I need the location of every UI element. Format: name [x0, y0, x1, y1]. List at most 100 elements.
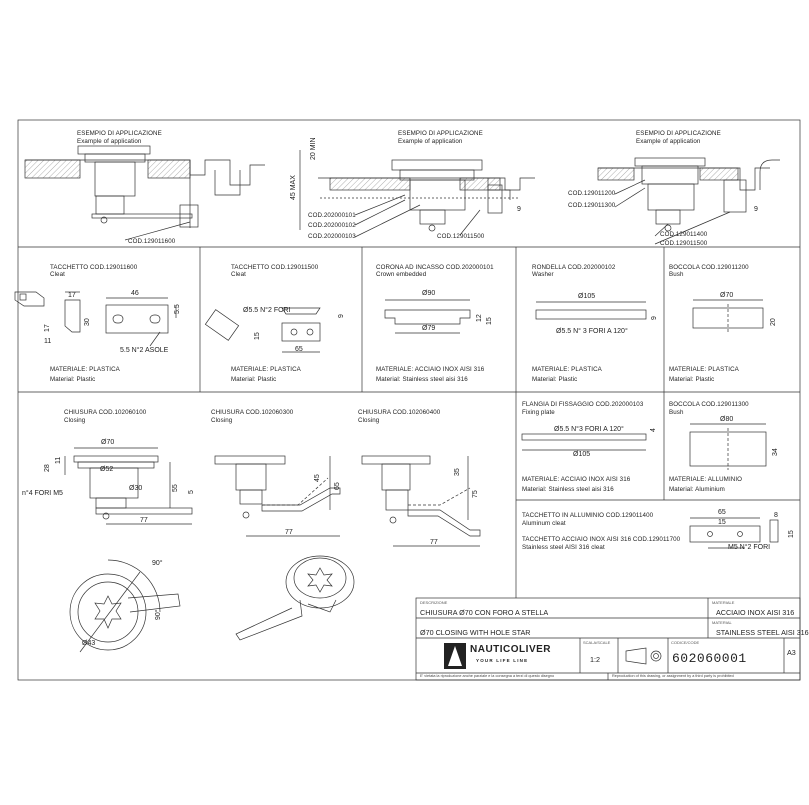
closing100-dim-5: 5 — [188, 490, 195, 494]
isometric-view-drawing — [235, 555, 355, 641]
app3-dim-9: 9 — [754, 206, 758, 213]
app3-subtitle: Example of application — [636, 138, 701, 145]
cleat-dim-15: 15 — [718, 519, 726, 526]
view-dim-90b: 90° — [155, 609, 162, 620]
app2-dim-max: 45 MAX — [290, 175, 297, 200]
bush200-title: BOCCOLA COD.129011200 — [669, 264, 749, 271]
closing300-subtitle: Closing — [211, 417, 233, 424]
closing300-title: CHIUSURA COD.102060300 — [211, 409, 294, 416]
app2-title: ESEMPIO DI APPLICAZIONE — [398, 130, 483, 137]
flange-title: FLANGIA DI FISSAGGIO COD.202000103 — [522, 401, 644, 408]
app2-code-2: COD.202000102 — [308, 222, 356, 229]
title-block — [415, 597, 801, 681]
closing100-dim-11: 11 — [55, 456, 62, 464]
app2-dim-min: 20 MIN — [310, 137, 317, 160]
closing100-dim-77: 77 — [140, 517, 148, 524]
app1-code: COD.129011600 — [128, 238, 176, 245]
washer-material-it: MATERIALE: PLASTICA — [532, 366, 602, 373]
cleat600-title: TACCHETTO COD.129011600 — [50, 264, 138, 271]
closing400-dim-35: 35 — [454, 468, 461, 476]
flange-drawing — [521, 433, 647, 451]
closing-300-drawing — [214, 455, 341, 537]
application-example-2 — [299, 150, 535, 238]
closing100-dim-30: Ø30 — [129, 485, 143, 492]
bush300-material-it: MATERIALE: ALLUMINIO — [669, 476, 743, 483]
cleat600-note: 5.5 N°2 ASOLE — [120, 347, 169, 354]
cleat-500-drawing — [204, 307, 321, 353]
app1-subtitle: Example of application — [77, 138, 142, 145]
washer-note: Ø5.5 N° 3 FORI A 120° — [556, 328, 628, 335]
bush200-dim-70: Ø70 — [720, 292, 734, 299]
tb-footer-it: E' vietata la riproduzione anche parzial… — [420, 674, 555, 678]
bush300-material-en: Material: Aluminium — [669, 486, 725, 493]
steel-cleat-subtitle: Stainless steel AISI 316 cleat — [522, 544, 605, 551]
closing-400-drawing — [361, 455, 481, 547]
crown-dim-90: Ø90 — [422, 290, 436, 297]
crown-dim-79: Ø79 — [422, 325, 436, 332]
tb-material-en: STAINLESS STEEL AISI 316 — [716, 628, 809, 637]
closing100-dim-55: 55 — [172, 484, 179, 492]
bush200-dim-20: 20 — [770, 318, 777, 326]
cleat600-dim-11: 11 — [44, 338, 52, 345]
flange-dim-4: 4 — [650, 428, 657, 432]
bush200-material-en: Material: Plastic — [669, 376, 715, 383]
crown-subtitle: Crown embedded — [376, 271, 427, 278]
tb-description-en: Ø70 CLOSING WITH HOLE STAR — [420, 628, 531, 637]
bush300-dim-34: 34 — [772, 448, 779, 456]
app2-dim-9: 9 — [517, 206, 521, 213]
tb-scale-caption: SCALA/SCALE — [583, 640, 611, 645]
cleat500-dim-65: 65 — [295, 346, 303, 353]
cleat600-dim-30: 30 — [84, 318, 91, 326]
crown-dim-12: 12 — [476, 314, 483, 322]
tb-material-en-caption: MATERIAL — [712, 620, 732, 625]
flange-material-en: Material: Stainless steel aisi 316 — [522, 486, 614, 493]
sheet-frame — [17, 119, 801, 681]
closing100-dim-52: Ø52 — [100, 466, 114, 473]
closing100-subtitle: Closing — [64, 417, 86, 424]
app1-title: ESEMPIO DI APPLICAZIONE — [77, 130, 162, 137]
app3-title: ESEMPIO DI APPLICAZIONE — [636, 130, 721, 137]
application-example-1 — [24, 145, 265, 241]
tb-code-caption: CODICE/CODE — [671, 640, 700, 645]
cleat500-title: TACCHETTO COD.129011500 — [231, 264, 319, 271]
closing400-dim-77: 77 — [430, 539, 438, 546]
app3-code-4: COD.129011500 — [660, 240, 708, 247]
app3-code-1: COD.129011200 — [568, 190, 616, 197]
flange-material-it: MATERIALE: ACCIAIO INOX AISI 316 — [522, 476, 631, 483]
tb-material-it: ACCIAIO INOX AISI 316 — [716, 608, 795, 617]
top-view-drawing — [69, 559, 181, 653]
app2-code-3: COD.202000103 — [308, 233, 356, 240]
washer-title: RONDELLA COD.202000102 — [532, 264, 616, 271]
application-example-3 — [597, 157, 780, 245]
bush200-subtitle: Bush — [669, 271, 684, 278]
tb-scale: 1:2 — [590, 655, 600, 664]
alu-cleat-subtitle: Aluminum cleat — [522, 520, 566, 527]
cleat-dim-8: 8 — [774, 512, 778, 519]
cleat500-subtitle: Cleat — [231, 271, 246, 278]
app2-code-4: COD.129011500 — [437, 233, 485, 240]
tb-code: 602060001 — [672, 651, 747, 666]
tb-sheet-size: A3 — [787, 648, 796, 657]
washer-dim-9: 9 — [651, 316, 658, 320]
cleat600-dim-17: 17 — [68, 292, 76, 299]
closing100-dim-28: 28 — [44, 464, 51, 472]
flange-subtitle: Fixing plate — [522, 409, 555, 416]
bush300-dim-80: Ø80 — [720, 416, 734, 423]
closing300-dim-45: 45 — [314, 474, 321, 482]
view-dim-90a: 90° — [152, 560, 163, 567]
tb-description-caption: DESCRIZIONE — [420, 600, 448, 605]
app2-code-1: COD.202000101 — [308, 212, 356, 219]
washer-dim-105: Ø105 — [578, 293, 596, 300]
tb-brand-tagline: YOUR LIFE LINE — [476, 658, 529, 663]
steel-cleat-title: TACCHETTO ACCIAIO INOX AISI 316 COD.1290… — [522, 536, 681, 543]
crown-drawing — [384, 299, 471, 334]
closing100-title: CHIUSURA COD.102060100 — [64, 409, 147, 416]
brand-logo — [444, 643, 466, 669]
cleat600-dim-5-5: 5.5 — [174, 304, 181, 314]
bush300-subtitle: Bush — [669, 409, 684, 416]
closing400-subtitle: Closing — [358, 417, 380, 424]
cleat600-subtitle: Cleat — [50, 271, 65, 278]
crown-dim-15: 15 — [486, 317, 493, 325]
